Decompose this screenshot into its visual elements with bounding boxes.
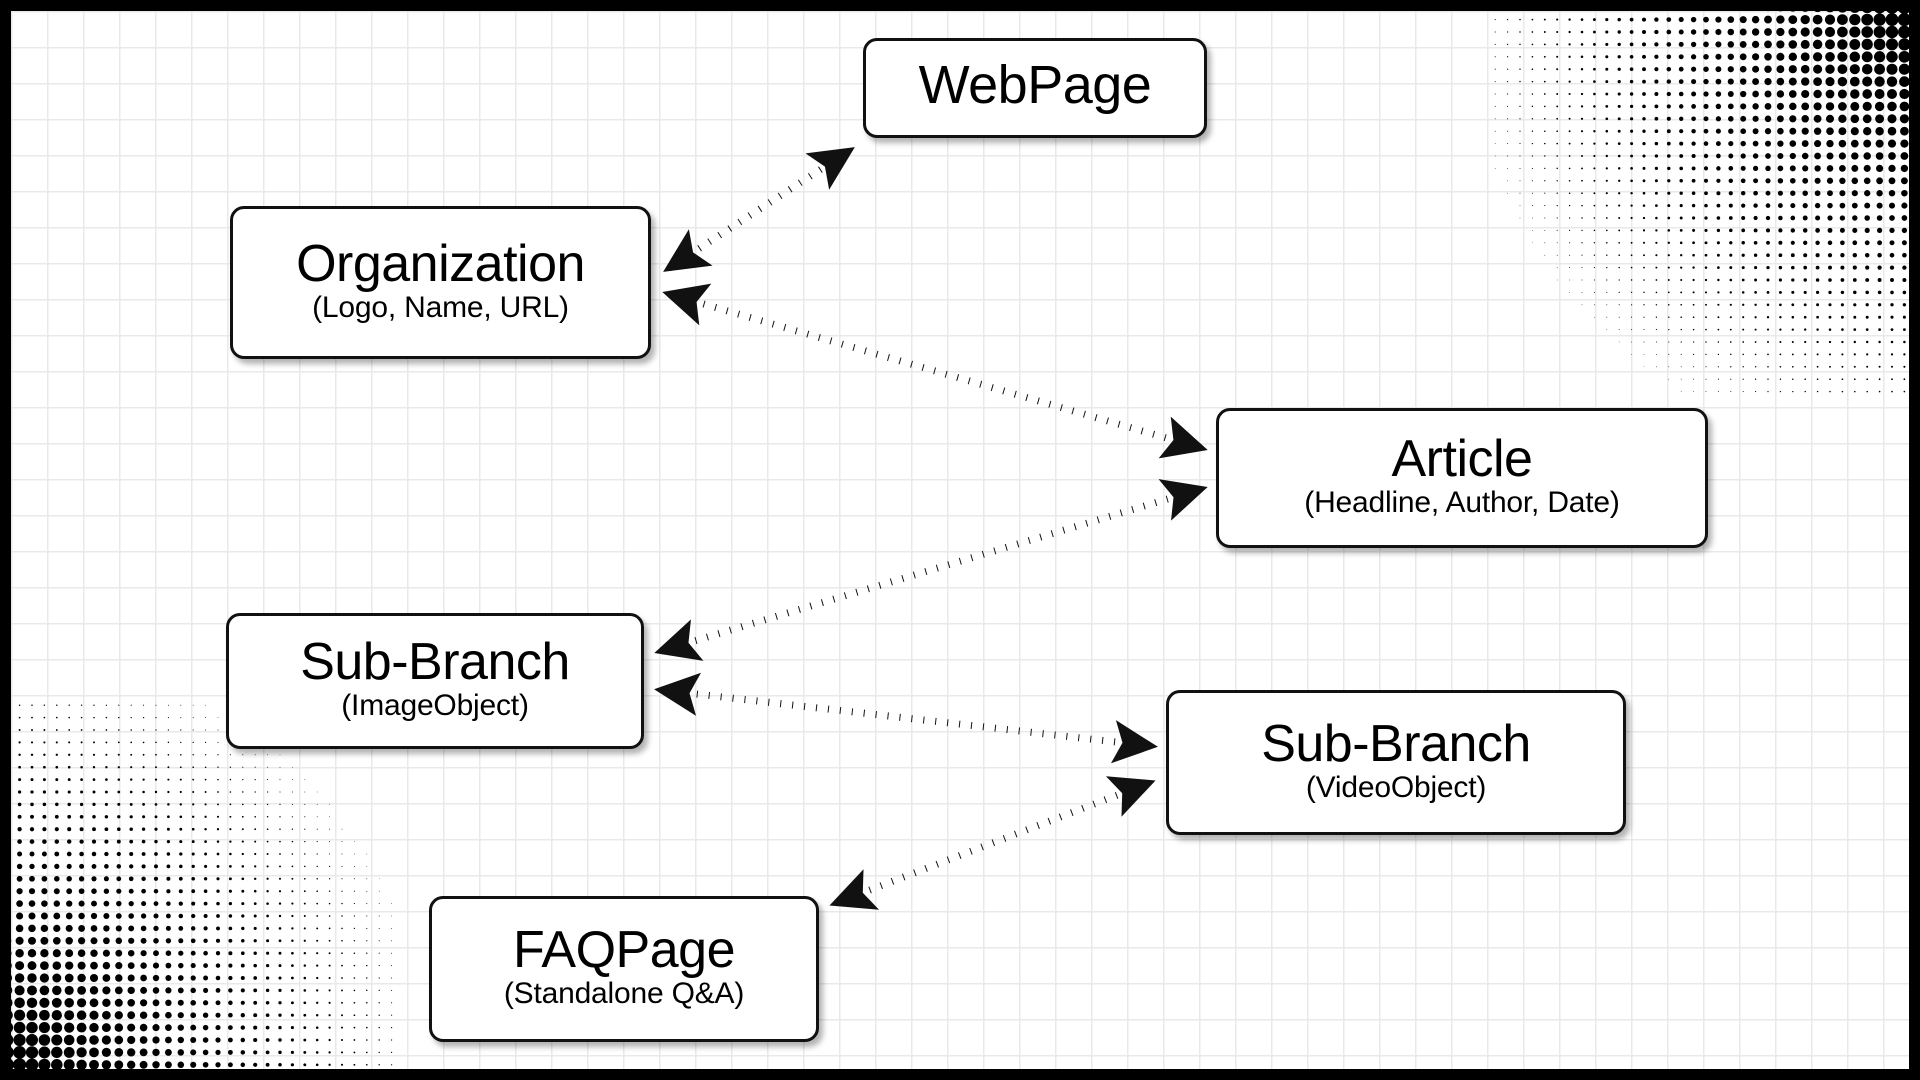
node-webpage-title: WebPage xyxy=(918,55,1152,116)
edge-videoobject-faqpage xyxy=(829,776,1156,910)
node-sub-branch-videoobject[interactable]: Sub-Branch (VideoObject) xyxy=(1166,690,1626,835)
edge-organization-article xyxy=(662,283,1208,459)
node-article-title: Article xyxy=(1391,430,1533,489)
node-organization-title: Organization xyxy=(296,234,585,293)
node-article-subtitle: (Headline, Author, Date) xyxy=(1304,486,1620,520)
node-faqpage[interactable]: FAQPage (Standalone Q&A) xyxy=(429,896,819,1042)
edge-organization-webpage xyxy=(663,147,855,272)
node-article[interactable]: Article (Headline, Author, Date) xyxy=(1216,408,1708,548)
node-organization-subtitle: (Logo, Name, URL) xyxy=(312,290,569,324)
edge-imageobject-article xyxy=(654,479,1208,661)
node-webpage[interactable]: WebPage xyxy=(863,38,1207,138)
diagram-canvas: WebPage --> Article --> Article --> Sub-… xyxy=(11,11,1909,1069)
node-sub-branch-imageobject[interactable]: Sub-Branch (ImageObject) xyxy=(226,613,644,749)
node-sub-branch-imageobject-title: Sub-Branch xyxy=(300,633,570,692)
node-faqpage-subtitle: (Standalone Q&A) xyxy=(503,977,745,1011)
node-sub-branch-imageobject-subtitle: (ImageObject) xyxy=(341,689,529,723)
node-sub-branch-videoobject-subtitle: (VideoObject) xyxy=(1305,770,1487,804)
halftone-corner-top-right-icon xyxy=(1494,11,1909,393)
node-faqpage-title: FAQPage xyxy=(513,921,735,980)
node-organization[interactable]: Organization (Logo, Name, URL) xyxy=(230,206,651,359)
halftone-corner-bottom-left-icon xyxy=(11,704,393,1069)
edge-imageobject-videoobject xyxy=(654,672,1158,764)
node-sub-branch-videoobject-title: Sub-Branch xyxy=(1261,714,1531,773)
